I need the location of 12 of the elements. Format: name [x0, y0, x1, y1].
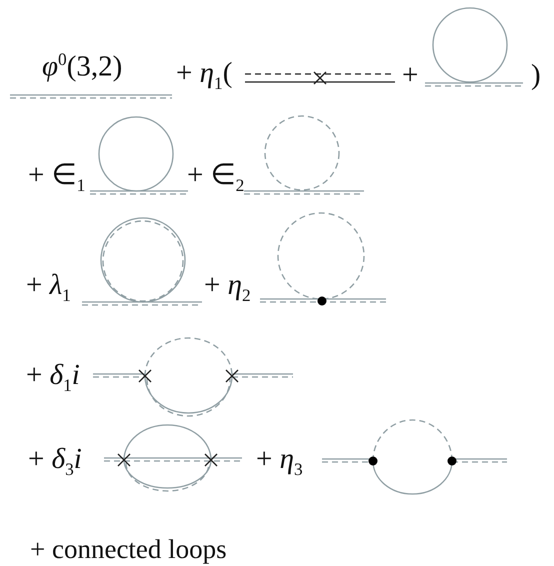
- math-term: ): [531, 60, 541, 92]
- math-term: φ$^{0}$(3,2): [42, 50, 122, 84]
- math-term: + η$_{2}$: [204, 270, 251, 305]
- math-term: + δ$_{3}$i: [28, 444, 82, 479]
- math-term: + δ$_{1}$i: [26, 360, 80, 395]
- math-term: + λ$_{1}$: [26, 270, 71, 305]
- math-term: +: [402, 60, 418, 92]
- math-term: + ∈$_{1}$: [28, 160, 86, 195]
- math-term: + ∈$_{2}$: [187, 160, 244, 195]
- math-term: + connected loops: [30, 535, 227, 565]
- math-term: + η$_{3}$: [256, 444, 303, 479]
- math-term: + η$_{1}$(: [176, 58, 232, 93]
